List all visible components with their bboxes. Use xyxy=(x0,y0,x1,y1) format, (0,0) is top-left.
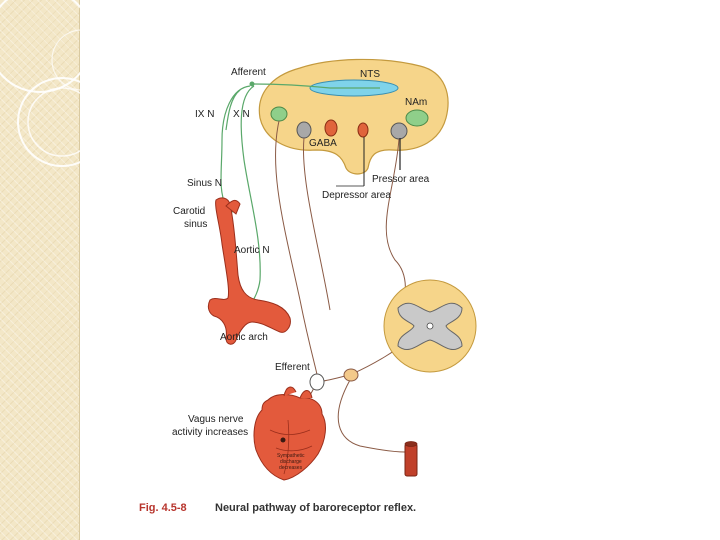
afferent-nerves xyxy=(220,83,380,311)
vagus-label-line1: Vagus nerve xyxy=(188,414,244,425)
afferent-label: Afferent xyxy=(231,67,266,78)
spinal-cord xyxy=(383,279,477,373)
aortic-n-label: Aortic N xyxy=(234,245,270,256)
ix-n-label: IX N xyxy=(195,109,214,120)
slide-side-stripe xyxy=(0,0,80,540)
medulla-section xyxy=(258,58,449,175)
gaba-label: GABA xyxy=(309,138,337,149)
vagal-ganglion xyxy=(309,373,325,391)
gaba-neuron-2 xyxy=(324,119,338,137)
sinus-n-label: Sinus N xyxy=(187,178,222,189)
sympathetic-label-line1: Sympathetic xyxy=(277,453,305,459)
carotid-label: Carotid xyxy=(173,206,205,217)
decorative-circles xyxy=(0,0,113,167)
artery xyxy=(207,197,291,345)
sympathetic-label-line2: discharge xyxy=(280,459,302,465)
x-n-label: X N xyxy=(233,109,250,120)
vagus-label-line2: activity increases xyxy=(172,427,248,438)
nts-label: NTS xyxy=(360,69,380,80)
heart xyxy=(253,386,326,481)
aortic-arch-label: Aortic arch xyxy=(220,332,268,343)
sinus-label: sinus xyxy=(184,219,207,230)
sympathetic-ganglion xyxy=(343,368,359,382)
blood-vessel xyxy=(404,441,418,477)
left-green-nucleus xyxy=(270,106,288,122)
depressor-area-label: Depressor area xyxy=(322,190,391,201)
nam-label: NAm xyxy=(405,97,427,108)
pressor-neuron xyxy=(390,122,408,140)
figure-caption: Neural pathway of baroreceptor reflex. xyxy=(215,502,416,514)
nam-nucleus xyxy=(405,109,429,127)
pressor-area-label: Pressor area xyxy=(372,174,430,185)
figure-number: Fig. 4.5-8 xyxy=(139,502,187,514)
sympathetic-label-line3: decreases xyxy=(279,465,303,471)
efferent-label: Efferent xyxy=(275,362,310,373)
gaba-neuron-1 xyxy=(296,121,312,139)
depressor-neuron xyxy=(357,122,369,138)
